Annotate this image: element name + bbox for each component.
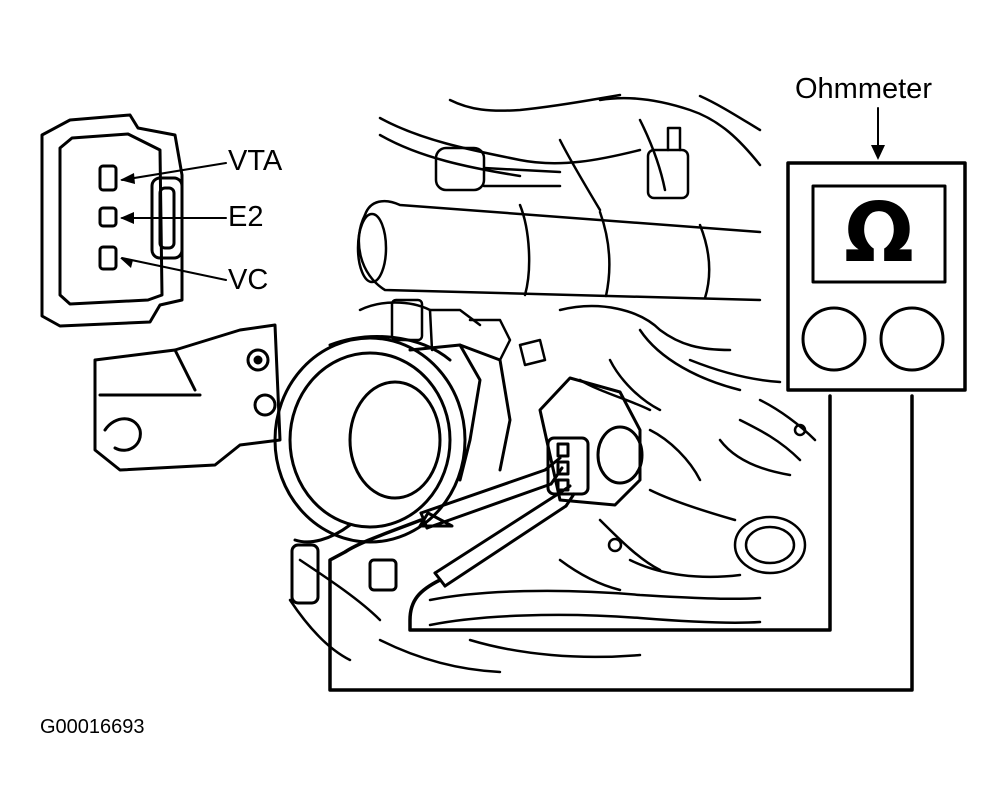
terminal-label-e2: E2 bbox=[228, 201, 264, 233]
throttle-body bbox=[273, 335, 512, 605]
connector-leader-arrowheads bbox=[120, 173, 135, 268]
connector-face bbox=[40, 113, 184, 328]
engine-background bbox=[288, 93, 817, 674]
ohmmeter-label: Ohmmeter bbox=[795, 73, 932, 105]
terminal-label-vta: VTA bbox=[228, 145, 283, 177]
terminal-label-vc: VC bbox=[228, 264, 269, 296]
mounting-bracket bbox=[93, 323, 282, 472]
ohmmeter bbox=[786, 161, 967, 392]
figure-id: G00016693 bbox=[40, 716, 145, 738]
throttle-position-sensor bbox=[538, 376, 644, 507]
connector-leaders bbox=[121, 162, 227, 281]
test-probes bbox=[328, 394, 914, 692]
ohm-symbol-icon: Ω bbox=[844, 186, 914, 281]
